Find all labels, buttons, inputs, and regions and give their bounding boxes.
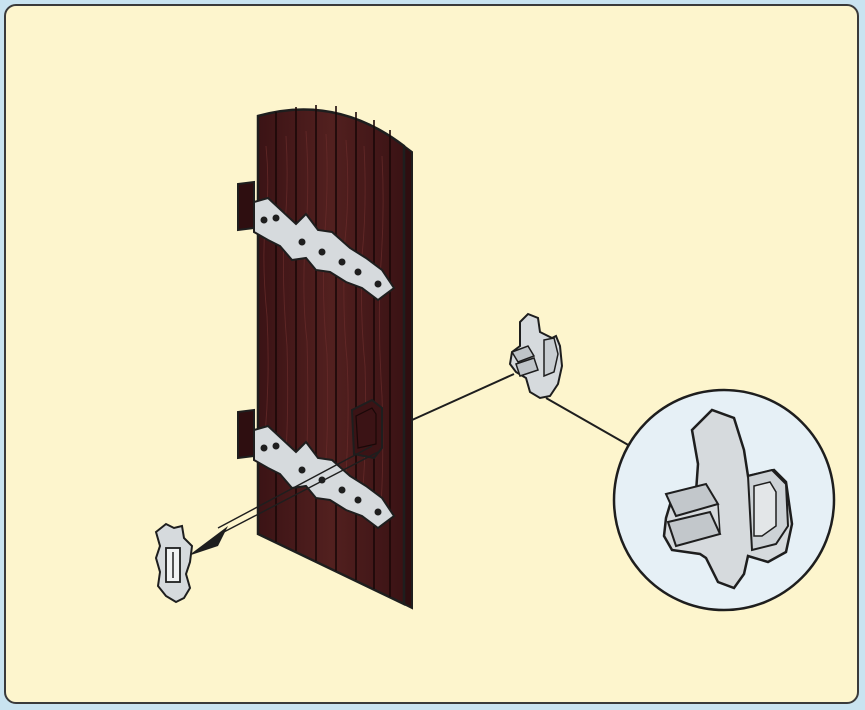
- leader-line-holdback: [411, 373, 515, 421]
- illustration-panel: [4, 4, 859, 704]
- shutter-holdback-diagram: [154, 105, 836, 612]
- shutter-catch-block: [350, 398, 383, 460]
- alignment-lines: [217, 445, 379, 535]
- holdback-detail-callout: [612, 388, 836, 612]
- wall-catch-bracket: [154, 522, 194, 604]
- shutter-panel: [256, 105, 413, 610]
- holdback-catch: [508, 312, 564, 400]
- leader-line-detail: [545, 397, 631, 447]
- lower-hinge: [237, 408, 396, 530]
- upper-hinge: [237, 180, 396, 302]
- direction-arrow: [188, 526, 228, 556]
